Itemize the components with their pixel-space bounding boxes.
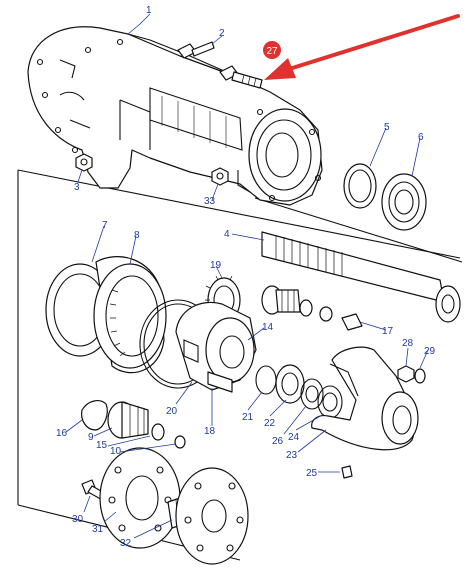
part-25-pin [341,465,353,479]
callout-19: 19 [210,260,222,271]
callout-10: 10 [110,446,122,457]
part-22-bearing [275,364,305,404]
callout-25: 25 [306,468,318,479]
callout-7: 7 [102,220,108,231]
highlight-badge [263,41,281,59]
callout-26: 26 [272,436,284,447]
part-10-spacer [174,435,186,449]
callout-8: 8 [134,230,140,241]
callout-30: 30 [72,514,84,525]
part-29-washer [414,368,426,384]
callout-24: 24 [288,432,300,443]
part-9-planet-gear [107,401,149,439]
callout-18: 18 [204,426,216,437]
callout-31: 31 [92,524,104,535]
callout-6: 6 [418,132,424,143]
callout-23: 23 [286,450,298,461]
callout-28: 28 [402,338,414,349]
callout-2: 2 [219,28,225,39]
part-33-nut [211,167,229,186]
callout-20: 20 [166,406,178,417]
callout-5: 5 [384,122,390,133]
callout-9: 9 [88,432,94,443]
highlight-badge-label: 27 [266,46,278,57]
callout-17: 17 [382,326,394,337]
callout-29: 29 [424,346,436,357]
callout-33: 33 [204,196,216,207]
callout-4: 4 [224,229,230,240]
part-32-flange-hub [167,467,249,565]
red-arrow-head [264,58,296,80]
callout-labels: 1 2 3 4 5 6 7 8 9 10 14 15 16 17 18 19 2… [56,5,436,549]
part-16-thrust-washer [81,400,108,431]
callout-22: 22 [264,418,276,429]
part-21-ring [255,365,277,395]
part-5-seal-ring [343,163,377,209]
part-15-needle-bearing [151,423,165,441]
callout-14: 14 [262,322,274,333]
part-27-bolt [219,65,263,89]
part-2-bolt [177,41,215,59]
callout-21: 21 [242,412,254,423]
part-31-flange-plate [99,447,181,549]
callout-3: 3 [74,182,80,193]
axle-housing [27,26,323,206]
part-26-washer [300,378,324,410]
callout-1: 1 [146,5,152,16]
part-3-nut [75,153,93,172]
callout-32: 32 [120,538,132,549]
leader-lines [65,13,429,539]
part-4-axle-shaft [261,231,461,323]
callout-15: 15 [96,440,108,451]
part-14-planet-carrier [175,301,257,393]
part-28-nut [397,365,415,383]
highlight-callout-27: 27 [263,14,460,80]
callout-16: 16 [56,428,68,439]
part-17-planet-gear-set [261,285,363,331]
red-arrow-shaft [284,14,460,72]
part-23-hub-bracket [311,346,419,451]
part-8-ring-gear [93,256,167,374]
part-6-oil-seal [381,173,427,231]
